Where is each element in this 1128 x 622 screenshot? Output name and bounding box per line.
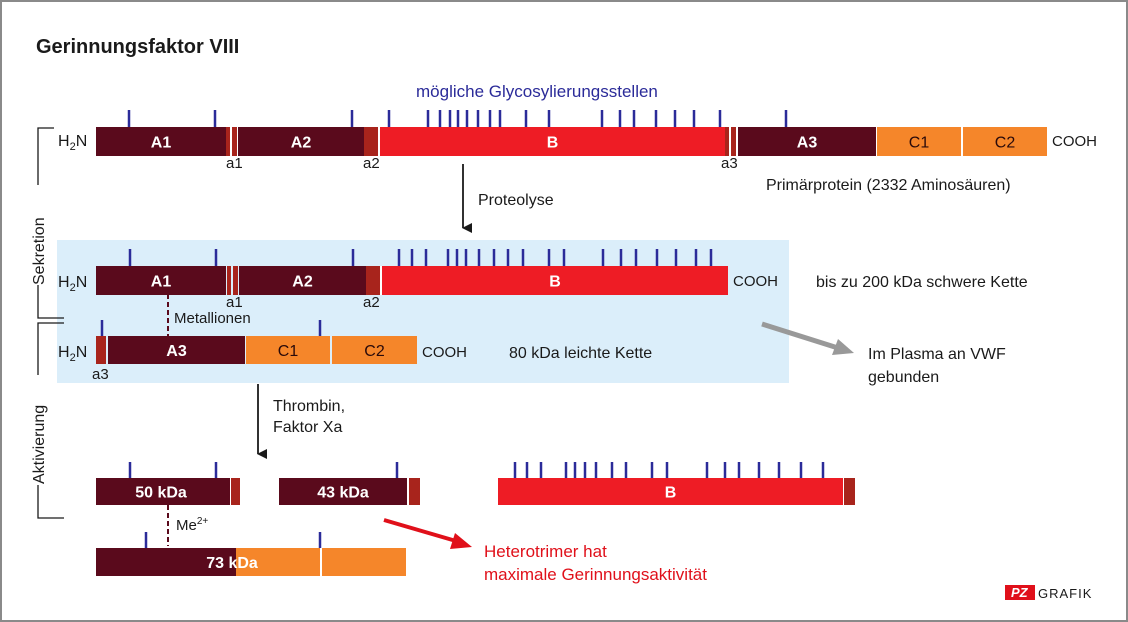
- heavy-chain: A1 A2 B: [96, 249, 728, 295]
- heavy-segment-a2: [366, 266, 382, 295]
- fragment-73kda-segment-73kDa-C1: [236, 548, 320, 576]
- primary-segment-a1-1: [226, 127, 230, 156]
- aktivierung-label: Aktivierung: [31, 405, 48, 484]
- metal-ions-label: Metallionen: [174, 310, 251, 327]
- heavy-segment-A1: [96, 266, 226, 295]
- glycosylation-label: mögliche Glycosylierungsstellen: [416, 82, 658, 101]
- a2-label-primary: a2: [363, 155, 380, 172]
- n-terminus-heavy: H2N: [58, 274, 87, 294]
- heterotrimer-arrow-head: [450, 533, 472, 549]
- a2-label-heavy: a2: [363, 294, 380, 311]
- fragment-43kda-segment-43kDa: [279, 478, 407, 505]
- light-segment-C2: [332, 336, 417, 364]
- primary-segment-A1: [96, 127, 226, 156]
- primary-segment-C1: [877, 127, 961, 156]
- plasma-line-1: Im Plasma an VWF: [868, 346, 1006, 363]
- primary-segment-a2: [364, 127, 380, 156]
- primary-segment-a3-1: [725, 127, 729, 156]
- a1-label-primary: a1: [226, 155, 243, 172]
- primary-label-B: B: [547, 135, 559, 152]
- light-chain: A3 C1 C2: [96, 320, 417, 364]
- primary-segment-B: [380, 127, 725, 156]
- plasma-arrow-head: [832, 339, 854, 355]
- fragment-73kda-label: 73 kDa: [206, 555, 258, 572]
- c-terminus-heavy: COOH: [733, 273, 778, 290]
- pz-logo-text: PZ: [1011, 585, 1029, 600]
- heterotrimer-line-2: maximale Gerinnungsaktivität: [484, 565, 707, 584]
- fragment-b-segment-B: [498, 478, 843, 505]
- primary-label-A3: A3: [797, 135, 818, 152]
- primary-segment-a1-2: [232, 127, 237, 156]
- heavy-label-A2: A2: [292, 274, 313, 291]
- plasma-arrow-shaft: [761, 321, 839, 351]
- fragment-b-label-B: B: [665, 485, 677, 502]
- light-label-A3: A3: [166, 343, 187, 360]
- fragment-50kda-segment-50kDa: [96, 478, 230, 505]
- a1-label-heavy: a1: [226, 294, 243, 311]
- sekretion-label-bg: [28, 185, 48, 285]
- light-segment-a3: [96, 336, 106, 364]
- fragment-43kda-segment-43kDa-a2: [409, 478, 420, 505]
- light-segment-A3: [108, 336, 245, 364]
- fragment-73kda-segment-73kDa-A3: [96, 548, 236, 576]
- a3-label-primary: a3: [721, 155, 738, 172]
- light-chain-caption: 80 kDa leichte Kette: [509, 345, 652, 362]
- heavy-label-A1: A1: [151, 274, 172, 291]
- heavy-chain-caption: bis zu 200 kDa schwere Kette: [816, 274, 1028, 291]
- aktivierung-label-bg: [28, 375, 48, 485]
- primary-segment-A3: [738, 127, 876, 156]
- pz-logo-box: [1005, 585, 1035, 600]
- diagram-title: Gerinnungsfaktor VIII: [36, 36, 239, 58]
- fragment-b-segment-B-a3: [844, 478, 855, 505]
- heavy-segment-a1-1: [227, 266, 231, 295]
- activated-fragments: 50 kDa 43 kDa B 73 kDa: [96, 462, 855, 576]
- heavy-label-B: B: [549, 274, 561, 291]
- heterotrimer-line-1: Heterotrimer hat: [484, 542, 607, 561]
- heterotrimer-arrow-shaft: [383, 518, 457, 543]
- fragment-73kda-segment-73kDa-C2: [322, 548, 406, 576]
- heavy-segment-a1-2: [233, 266, 238, 295]
- primary-segment-A2: [238, 127, 364, 156]
- primary-label-C2: C2: [995, 135, 1016, 152]
- thrombin-line-2: Faktor Xa: [273, 419, 342, 436]
- primary-protein-chain: A1 A2 B A3 C1 C2: [96, 110, 1047, 156]
- primary-protein-caption: Primärprotein (2332 Aminosäuren): [766, 177, 1011, 194]
- a3-label-light: a3: [92, 366, 109, 383]
- c-terminus-primary: COOH: [1052, 133, 1097, 150]
- grafik-logo-text: GRAFIK: [1038, 586, 1092, 601]
- primary-segment-a3-2: [731, 127, 736, 156]
- thrombin-line-1: Thrombin,: [273, 398, 345, 415]
- light-segment-C1: [246, 336, 330, 364]
- primary-label-A2: A2: [291, 135, 312, 152]
- n-terminus-primary: H2N: [58, 133, 87, 153]
- heavy-segment-B: [382, 266, 728, 295]
- proteolysis-label: Proteolyse: [478, 192, 554, 209]
- sekretion-label: Sekretion: [31, 217, 48, 285]
- primary-segment-C2: [963, 127, 1047, 156]
- n-terminus-light: H2N: [58, 344, 87, 364]
- fragment-50kda-label-50kDa: 50 kDa: [135, 485, 187, 502]
- me2-label: Me2+: [176, 516, 208, 534]
- light-label-C1: C1: [278, 343, 299, 360]
- c-terminus-light: COOH: [422, 344, 467, 361]
- plasma-line-2: gebunden: [868, 369, 939, 386]
- primary-label-C1: C1: [909, 135, 930, 152]
- light-label-C2: C2: [364, 343, 385, 360]
- fragment-43kda-label-43kDa: 43 kDa: [317, 485, 369, 502]
- primary-label-A1: A1: [151, 135, 172, 152]
- heavy-segment-A2: [239, 266, 366, 295]
- fragment-50kda-segment-50kDa-a1: [231, 478, 240, 505]
- pz-grafik-logo: PZ GRAFIK: [1005, 585, 1092, 601]
